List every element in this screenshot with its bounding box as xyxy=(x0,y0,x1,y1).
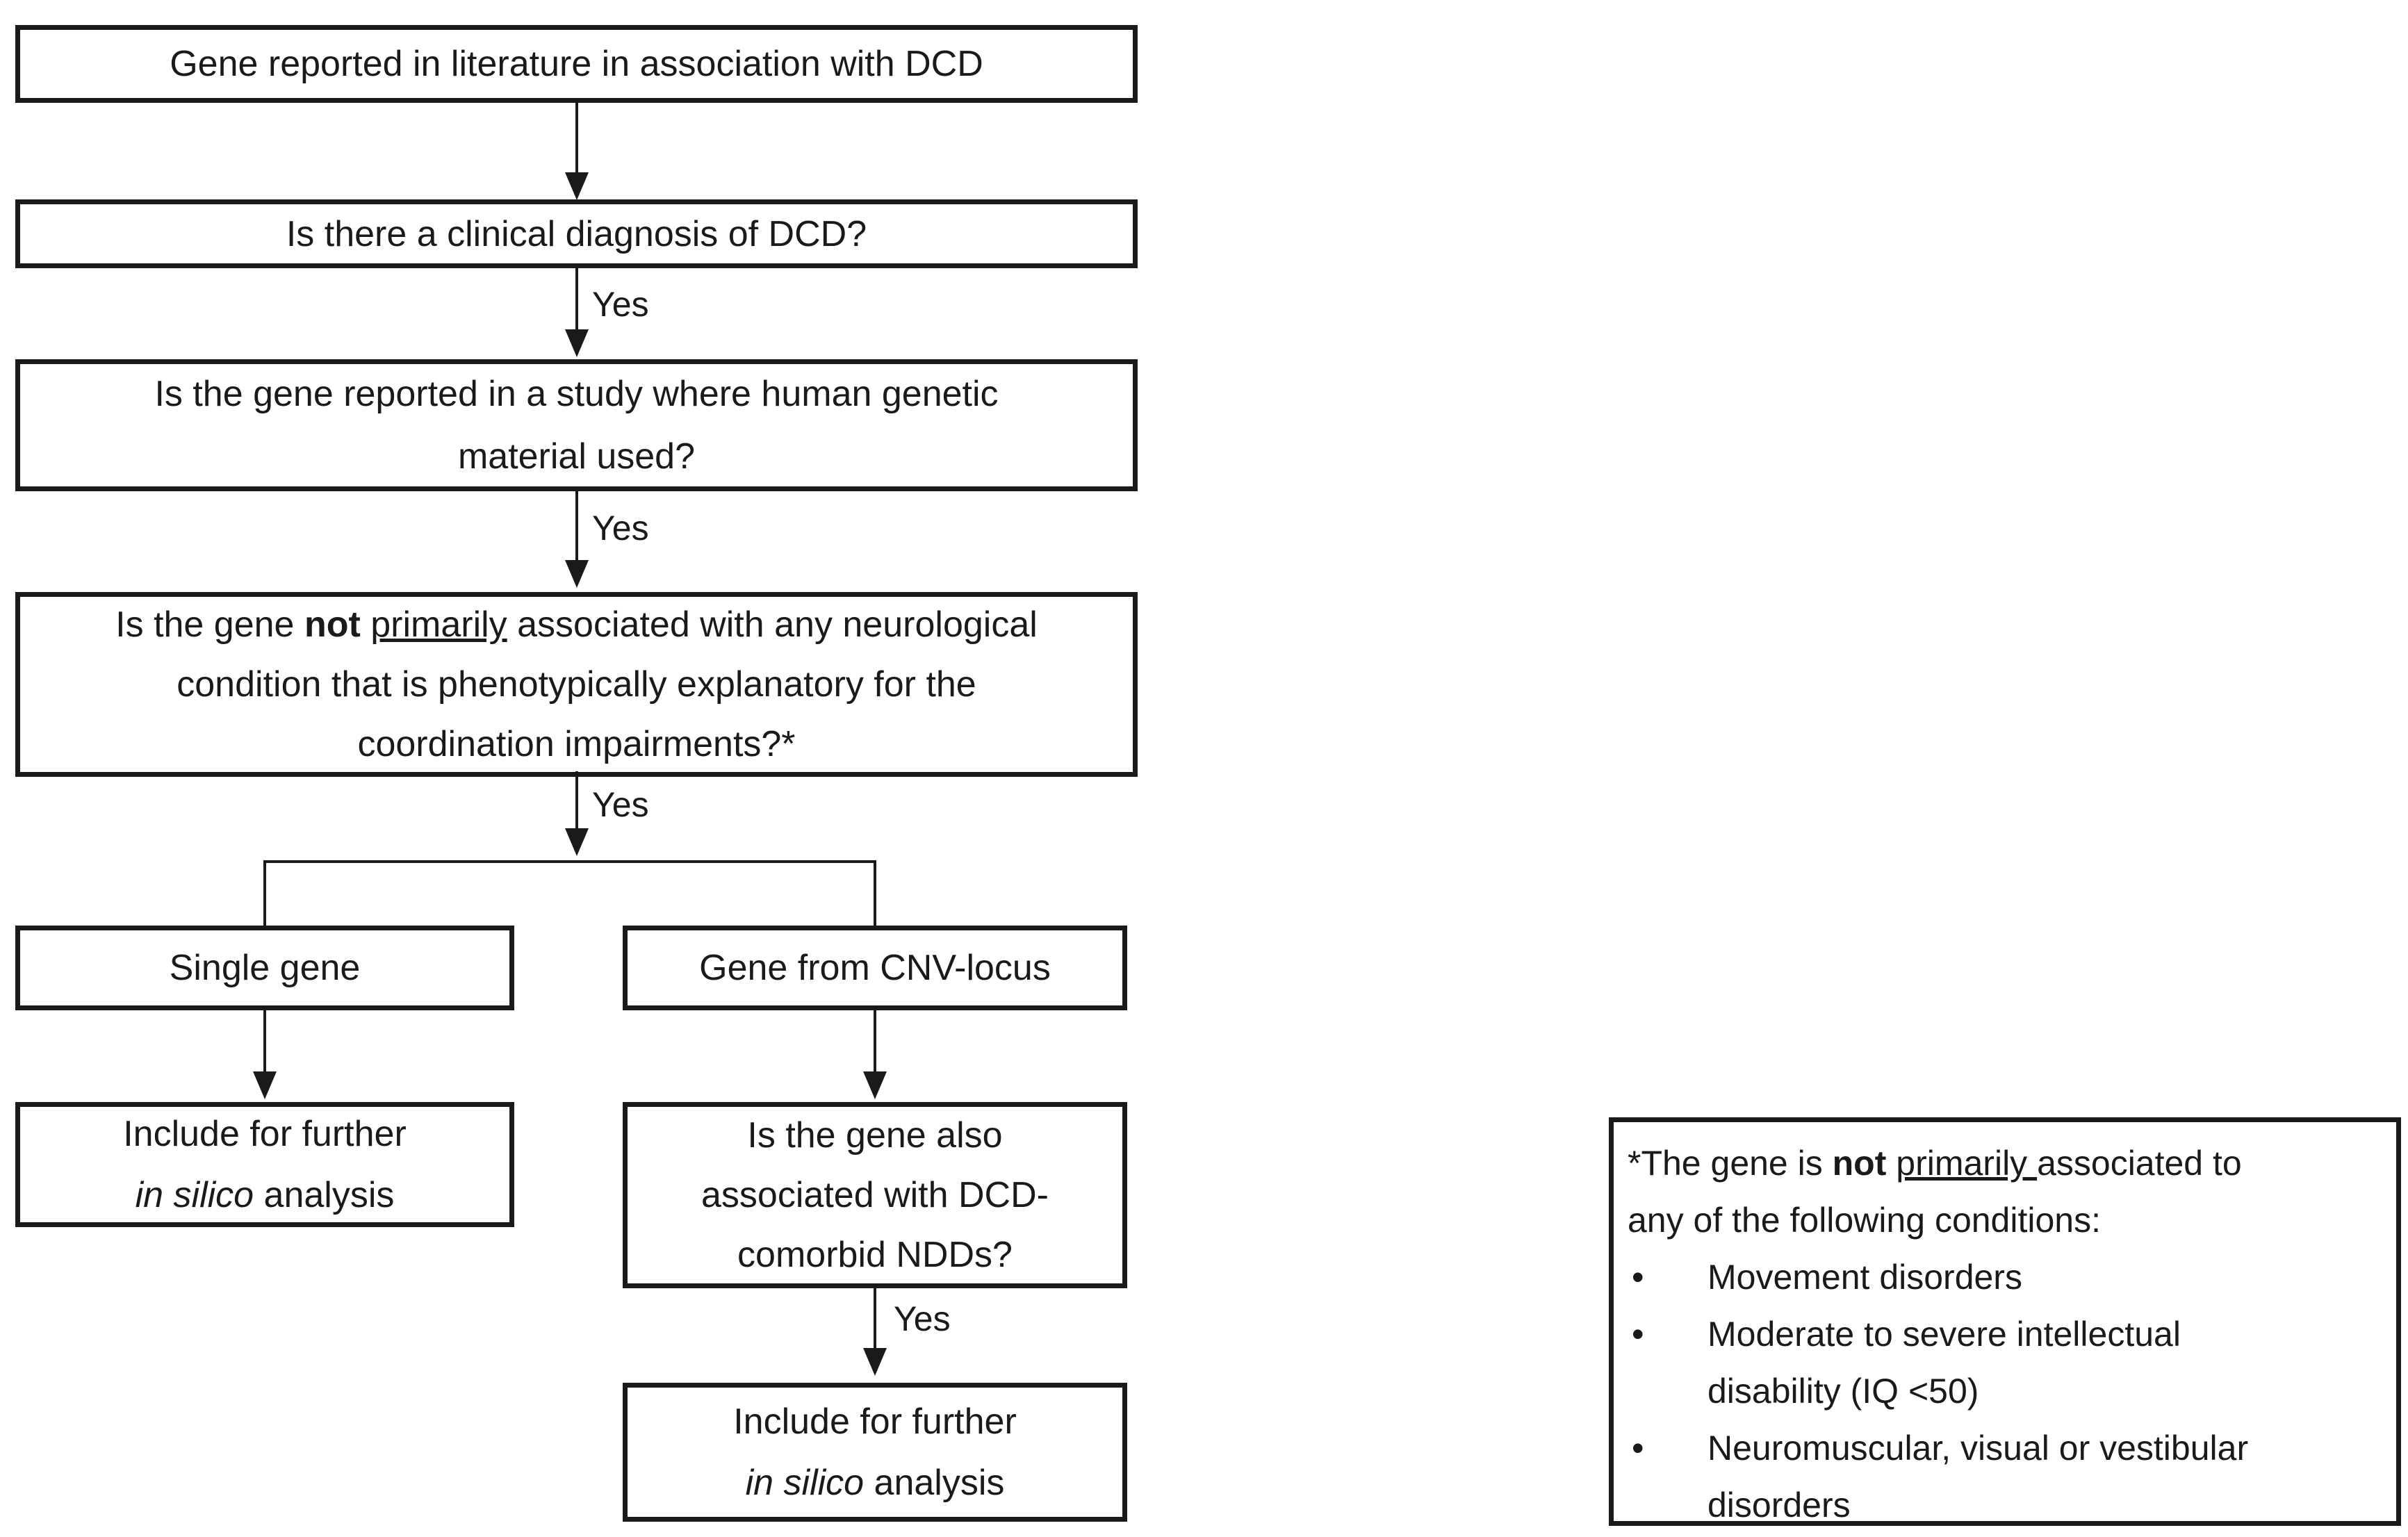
bullet-line: disability (IQ <50) xyxy=(1707,1372,1979,1411)
note-bullet-intellectual-text: Moderate to severe intellectual disabili… xyxy=(1707,1306,2382,1420)
arrow-line-cnv-to-comorbid xyxy=(874,1010,876,1074)
include-left-line1: Include for further xyxy=(123,1114,407,1154)
bullet-line: Moderate to severe intellectual xyxy=(1707,1315,2181,1354)
note-bullet-movement: • Movement disorders xyxy=(1628,1249,2382,1306)
flow-box-not-primarily-line2: condition that is phenotypically explana… xyxy=(177,664,976,705)
note-bullet-neuromuscular-text: Neuromuscular, visual or vestibular diso… xyxy=(1707,1420,2382,1534)
arrowhead-down-icon xyxy=(565,329,589,357)
arrowhead-down-icon xyxy=(863,1348,887,1376)
branch-left-line xyxy=(263,860,266,926)
flow-box-include-in-silico-left: Include for further in silico analysis xyxy=(15,1102,514,1227)
flow-box-clinical-diagnosis-text: Is there a clinical diagnosis of DCD? xyxy=(286,213,867,254)
note-box: *The gene is not primarily associated to… xyxy=(1609,1117,2401,1526)
bullet-icon: • xyxy=(1632,1315,1644,1354)
note-line-1: *The gene is not primarily associated to xyxy=(1628,1135,2382,1192)
arrowhead-down-icon xyxy=(565,172,589,200)
bullet-line: disorders xyxy=(1707,1486,1851,1524)
arrow-line-neurological-to-branch xyxy=(575,771,578,831)
branch-right-line xyxy=(874,860,876,926)
line1-underline: primarily xyxy=(370,605,507,645)
arrowhead-down-icon xyxy=(253,1071,277,1099)
include-right-line1: Include for further xyxy=(733,1402,1017,1442)
note-line-2: any of the following conditions: xyxy=(1628,1201,2101,1240)
flow-box-dcd-comorbid-ndds: Is the gene also associated with DCD- co… xyxy=(623,1102,1127,1288)
flow-box-gene-from-cnv-locus: Gene from CNV-locus xyxy=(623,926,1127,1010)
flow-box-not-primarily-associated: Is the gene not primarily associated wit… xyxy=(15,592,1138,777)
edge-label-yes-3: Yes xyxy=(592,785,649,824)
note-line1-post: associated to xyxy=(2037,1144,2242,1183)
flow-box-not-primarily-line3: coordination impairments?* xyxy=(357,724,796,764)
line1-bold: not xyxy=(304,605,361,645)
flow-box-single-gene: Single gene xyxy=(15,926,514,1010)
bullet-line: Movement disorders xyxy=(1707,1258,2022,1297)
note-line1-underline: primarily xyxy=(1896,1144,2038,1183)
arrowhead-down-icon xyxy=(863,1071,887,1099)
flow-box-human-genetic-material: Is the gene reported in a study where hu… xyxy=(15,359,1138,491)
flow-box-gene-from-cnv-locus-text: Gene from CNV-locus xyxy=(699,948,1051,988)
note-line1-mid xyxy=(1886,1144,1896,1183)
arrow-line-diagnosis-to-study xyxy=(575,268,578,332)
comorbid-line3: comorbid NDDs? xyxy=(737,1235,1013,1275)
arrowhead-down-icon xyxy=(565,560,589,588)
include-right-italic: in silico xyxy=(745,1463,865,1503)
flow-box-include-in-silico-right: Include for further in silico analysis xyxy=(623,1383,1127,1522)
arrow-line-study-to-neurological xyxy=(575,491,578,563)
bullet-line: Neuromuscular, visual or vestibular xyxy=(1707,1429,2249,1468)
note-bullet-neuromuscular: • Neuromuscular, visual or vestibular di… xyxy=(1628,1420,2382,1534)
line1-post: associated with any neurological xyxy=(507,605,1038,645)
arrow-line-comorbid-to-include xyxy=(874,1288,876,1351)
flow-box-single-gene-text: Single gene xyxy=(169,948,361,988)
arrow-line-gene-to-diagnosis xyxy=(575,103,578,176)
bullet-icon: • xyxy=(1632,1429,1644,1468)
flow-box-gene-reported: Gene reported in literature in associati… xyxy=(15,25,1138,103)
note-line1-pre: *The gene is xyxy=(1628,1144,1833,1183)
note-bullet-movement-text: Movement disorders xyxy=(1707,1249,2382,1306)
include-left-rest: analysis xyxy=(254,1175,395,1215)
include-left-italic: in silico xyxy=(135,1175,254,1215)
branch-connector-line xyxy=(263,860,876,863)
arrowhead-down-icon xyxy=(565,828,589,856)
include-right-rest: analysis xyxy=(864,1463,1005,1503)
edge-label-yes-2: Yes xyxy=(592,509,649,548)
flow-box-human-genetic-material-line2: material used? xyxy=(457,436,696,477)
include-left-line2: in silico analysis xyxy=(20,1165,509,1226)
flow-box-not-primarily-line1: Is the gene not primarily associated wit… xyxy=(20,595,1133,655)
flow-box-gene-reported-text: Gene reported in literature in associati… xyxy=(170,44,983,84)
flow-box-clinical-diagnosis: Is there a clinical diagnosis of DCD? xyxy=(15,199,1138,268)
comorbid-line2: associated with DCD- xyxy=(701,1175,1049,1215)
arrow-line-single-to-include xyxy=(263,1010,266,1074)
edge-label-yes-1: Yes xyxy=(592,285,649,324)
include-right-line2: in silico analysis xyxy=(628,1452,1122,1513)
line1-mid xyxy=(361,605,370,645)
edge-label-yes-4: Yes xyxy=(894,1299,951,1338)
comorbid-line1: Is the gene also xyxy=(747,1115,1003,1156)
line1-pre: Is the gene xyxy=(115,605,304,645)
note-bullet-intellectual: • Moderate to severe intellectual disabi… xyxy=(1628,1306,2382,1420)
bullet-icon: • xyxy=(1632,1258,1644,1297)
flow-box-human-genetic-material-line1: Is the gene reported in a study where hu… xyxy=(154,374,999,414)
note-line1-bold: not xyxy=(1832,1144,1887,1183)
